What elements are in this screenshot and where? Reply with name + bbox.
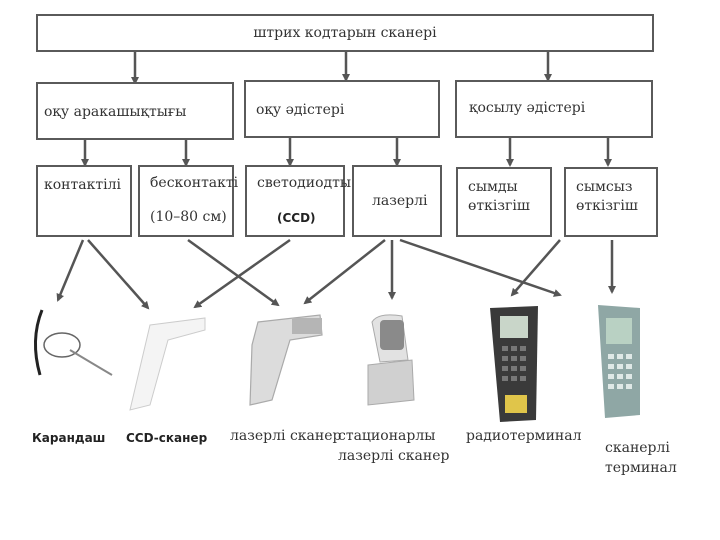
ccd-scanner-icon [130,318,205,410]
device-terminal-label: сканерлі терминал [605,440,677,477]
device-terminal-line2: терминал [605,460,677,477]
stationary-scanner-icon [368,315,414,405]
device-stationary-line1: стационарлы [338,428,449,445]
device-stationary-line2: лазерлі сканер [338,448,449,465]
device-terminal-line1: сканерлі [605,440,677,457]
device-radio-label: радиотерминал [466,428,581,445]
device-laser-scanner-label: лазерлі сканер [230,428,341,445]
device-pen-label: Карандаш [32,430,105,447]
device-ccd-label: CCD-сканер [126,430,207,447]
device-stationary-label: стационарлы лазерлі сканер [338,428,449,465]
radio-terminal-icon [490,306,538,422]
laser-scanner-icon [250,315,322,405]
scanner-terminal-icon [598,305,640,418]
pen-scanner-icon [35,310,112,375]
